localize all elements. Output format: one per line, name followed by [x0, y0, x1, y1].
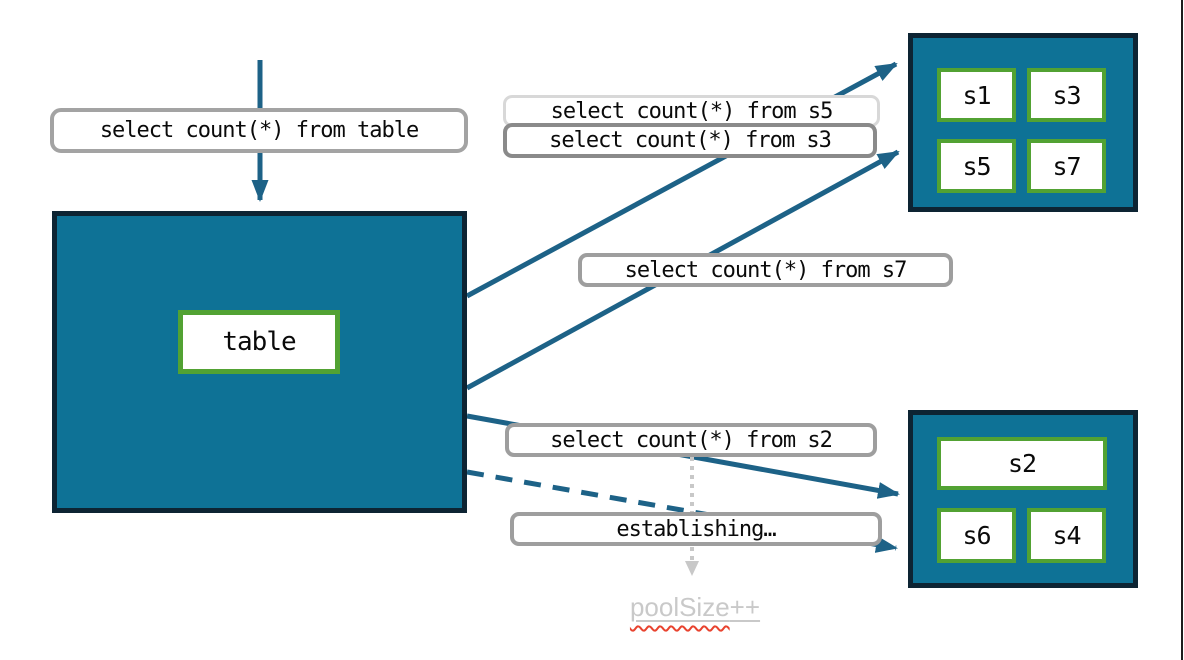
shard-s3: s3 [1027, 68, 1106, 122]
query-label-s3: select count(*) from s3 [503, 123, 877, 158]
slide-right-edge [1181, 0, 1183, 660]
poolsize-word: poolSize [629, 592, 730, 622]
table-node: table [52, 211, 467, 513]
query-label-table: select count(*) from table [50, 108, 468, 153]
shard-group-bottom: s2 s6 s4 [908, 410, 1138, 588]
shard-s7: s7 [1027, 139, 1106, 193]
query-label-s7: select count(*) from s7 [578, 253, 953, 287]
poolsize-note: poolSize++ [560, 592, 830, 623]
shard-s4: s4 [1027, 508, 1106, 563]
shard-s2: s2 [937, 437, 1107, 490]
table-node-label: table [178, 310, 340, 374]
shard-group-top: s1 s3 s5 s7 [908, 33, 1138, 212]
shard-s5: s5 [937, 139, 1016, 193]
query-label-s5: select count(*) from s5 [503, 95, 880, 127]
shard-s6: s6 [937, 508, 1016, 563]
poolsize-suffix: ++ [729, 592, 761, 622]
establishing-label: establishing… [510, 512, 882, 546]
shard-s1: s1 [937, 68, 1016, 122]
query-label-s2: select count(*) from s2 [505, 423, 877, 457]
